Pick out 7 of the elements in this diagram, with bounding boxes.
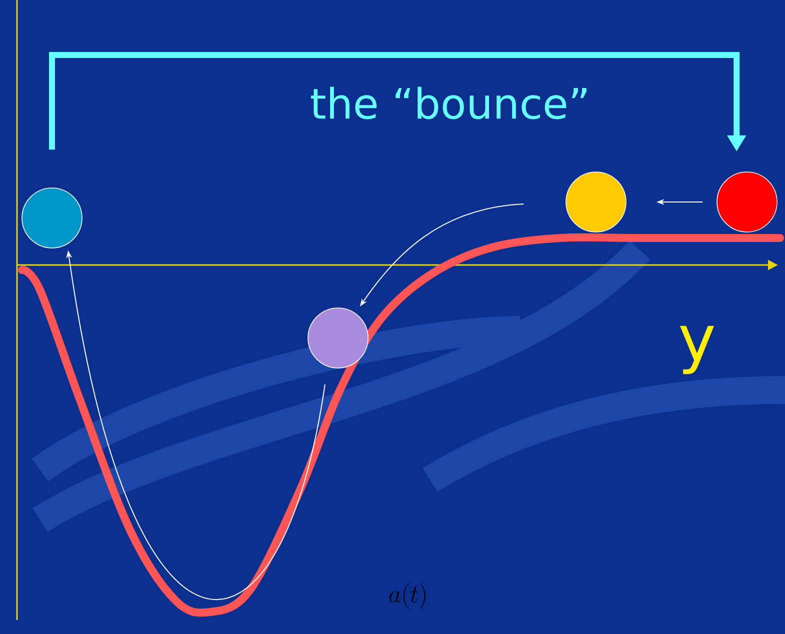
axis-label: $a(t)$ — [389, 584, 426, 608]
ball — [716, 172, 778, 232]
ball — [308, 308, 368, 368]
edge-label: the “bounce” — [310, 86, 586, 120]
ball — [566, 172, 626, 232]
ball — [22, 188, 82, 248]
axis-label: y — [680, 326, 714, 374]
